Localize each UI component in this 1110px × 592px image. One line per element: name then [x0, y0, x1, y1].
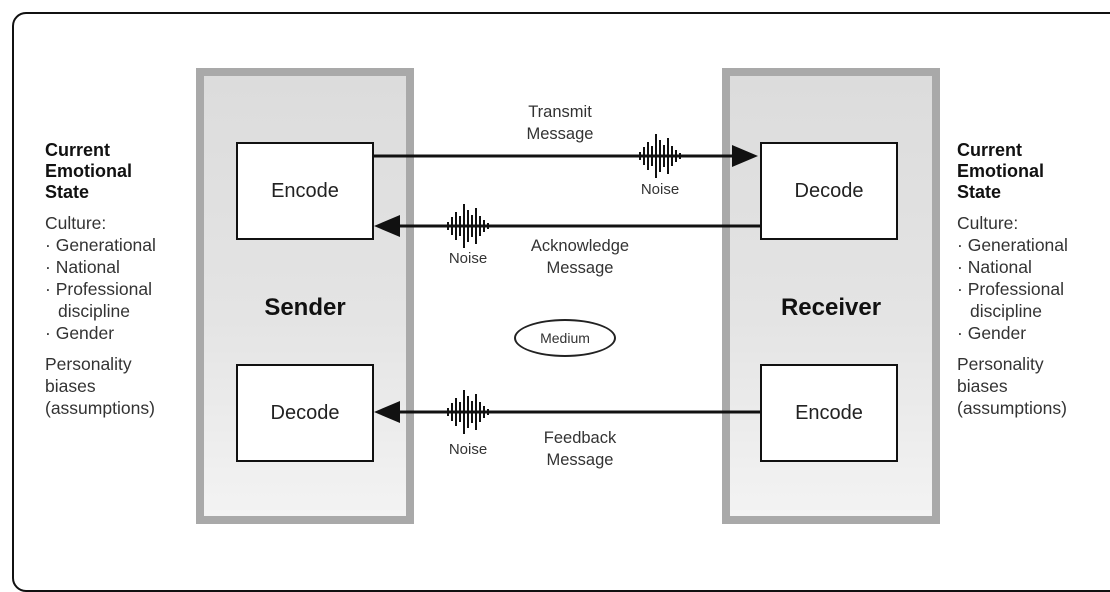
right-culture-item-3: · Professional [957, 279, 1065, 299]
transmit-label-line-2: Message [526, 125, 594, 143]
arrows-layer [374, 134, 760, 434]
acknowledge-message-label: Acknowledge Message [510, 235, 650, 279]
left-personality-line-1: Personality [45, 354, 132, 374]
right-heading-line-1: Current [957, 140, 1023, 160]
noise-glyph-transmit [639, 134, 681, 178]
noise-glyph-feedback [447, 390, 489, 434]
feedback-label-line-1: Feedback [543, 429, 617, 447]
feedback-label-line-2: Message [546, 451, 614, 469]
left-heading-line-3: State [45, 182, 90, 202]
left-culture-item-4: · Gender [45, 323, 115, 343]
right-personality-line-2: biases [957, 376, 1008, 396]
feedback-arrowhead [374, 401, 400, 423]
transmit-message-label: Transmit Message [500, 101, 620, 145]
noise-glyph-acknowledge [447, 204, 489, 248]
right-culture-item-3-cont: discipline [970, 301, 1042, 321]
left-culture-label: Culture: [45, 213, 107, 233]
left-culture-item-2: · National [45, 257, 120, 277]
receiver-decode-box: Decode [760, 142, 898, 240]
left-culture-item-3: · Professional [45, 279, 153, 299]
noise-label-acknowledge: Noise [448, 250, 488, 267]
left-heading-line-1: Current [45, 140, 111, 160]
left-personality-line-2: biases [45, 376, 96, 396]
receiver-encode-box: Encode [760, 364, 898, 462]
right-culture-item-4: · Gender [957, 323, 1027, 343]
left-culture-item-3-cont: discipline [58, 301, 130, 321]
left-side-info: Current Emotional State Culture: · Gener… [45, 140, 156, 419]
right-heading-line-3: State [957, 182, 1002, 202]
medium-ellipse: Medium [514, 319, 616, 357]
left-culture-item-1: · Generational [45, 235, 156, 255]
right-heading-line-2: Emotional [957, 161, 1045, 181]
noise-label-feedback: Noise [448, 441, 488, 458]
transmit-label-line-1: Transmit [528, 103, 592, 121]
sender-decode-box: Decode [236, 364, 374, 462]
right-culture-item-2: · National [957, 257, 1032, 277]
acknowledge-label-line-1: Acknowledge [530, 237, 630, 255]
noise-label-transmit: Noise [640, 181, 680, 198]
receiver-label: Receiver [780, 294, 882, 321]
right-personality-line-3: (assumptions) [957, 398, 1067, 418]
right-culture-item-1: · Generational [957, 235, 1068, 255]
left-personality-line-3: (assumptions) [45, 398, 155, 418]
right-personality-line-1: Personality [957, 354, 1044, 374]
acknowledge-label-line-2: Message [546, 259, 614, 277]
left-heading-line-2: Emotional [45, 161, 133, 181]
transmit-arrowhead [732, 145, 758, 167]
right-side-info: Current Emotional State Culture: · Gener… [957, 140, 1068, 419]
feedback-message-label: Feedback Message [520, 427, 640, 471]
sender-encode-box: Encode [236, 142, 374, 240]
acknowledge-arrowhead [374, 215, 400, 237]
right-culture-label: Culture: [957, 213, 1019, 233]
sender-label: Sender [264, 294, 346, 321]
